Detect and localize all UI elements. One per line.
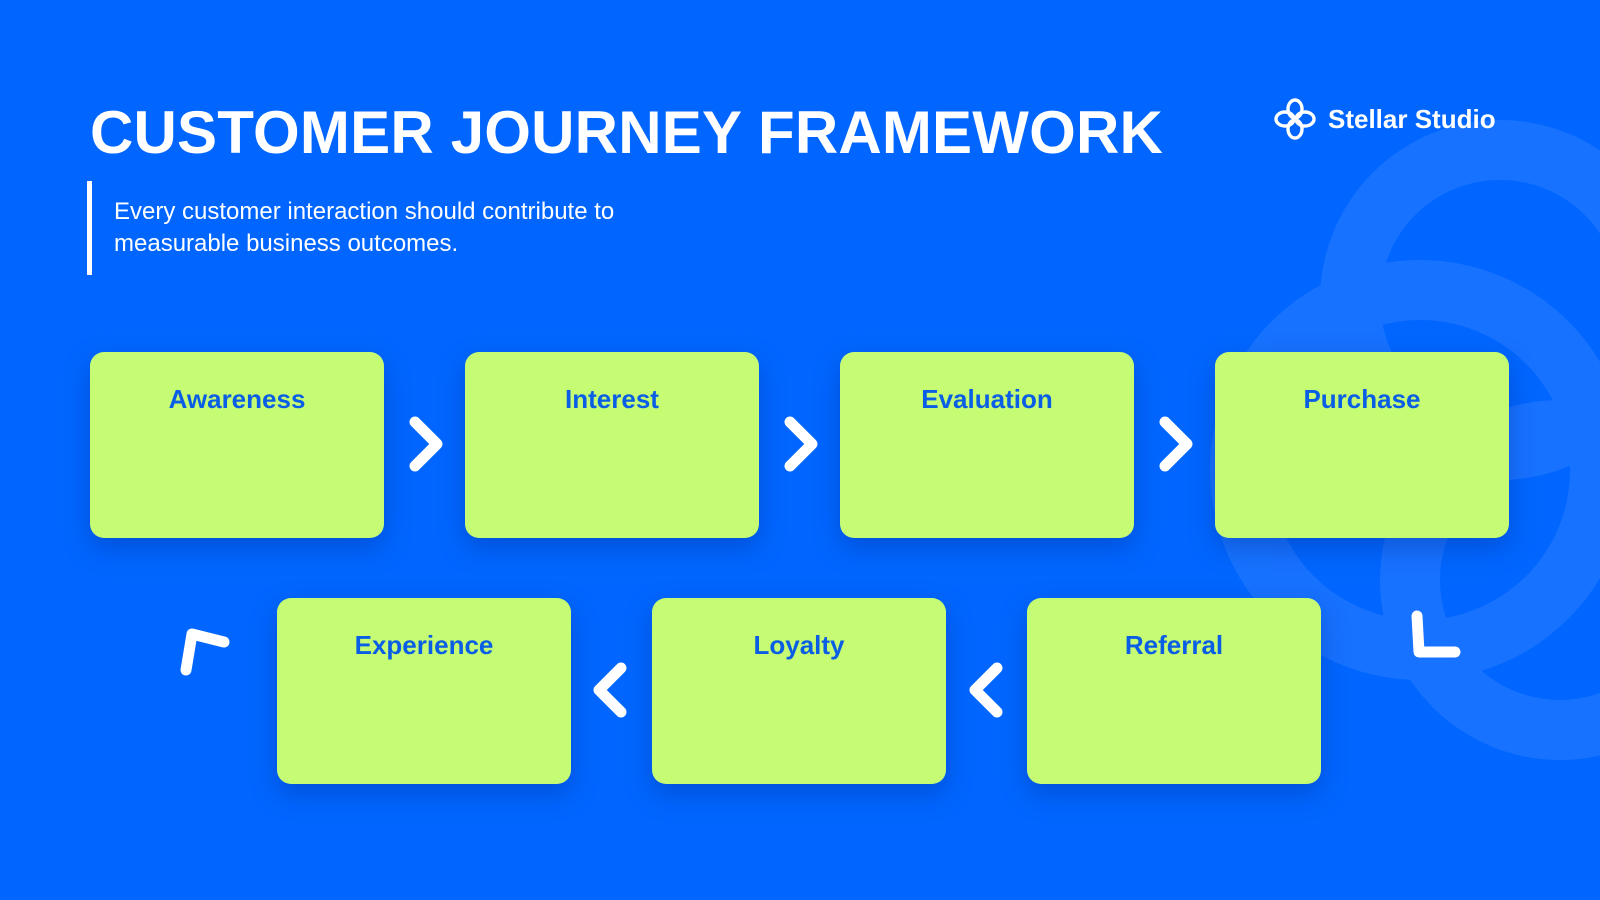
stage-card-purchase: Purchase [1215,352,1509,538]
chevron-right-icon [1159,416,1193,472]
chevron-left-icon [593,662,627,718]
corner-up-right-icon [180,628,230,676]
stage-card-loyalty: Loyalty [652,598,946,784]
brand: Stellar Studio [1272,96,1496,142]
stage-label: Awareness [168,384,306,414]
corner-down-left-icon [1411,610,1461,658]
interlocking-loops-logo-icon [1274,98,1316,140]
chevron-right-icon [409,416,443,472]
chevron-left-icon [969,662,1003,718]
subtitle: Every customer interaction should contri… [114,198,615,257]
stage-label: Evaluation [921,384,1053,414]
stage-card-evaluation: Evaluation [840,352,1134,538]
stage-label: Purchase [1303,384,1421,414]
brand-name: Stellar Studio [1328,103,1496,134]
subtitle-accent-bar [87,181,92,275]
stage-label: Referral [1124,630,1224,660]
stage-card-awareness: Awareness [90,352,384,538]
stage-label: Interest [565,384,659,414]
stage-card-experience: Experience [277,598,571,784]
stage-label: Loyalty [753,630,845,660]
chevron-right-icon [784,416,818,472]
stage-card-referral: Referral [1027,598,1321,784]
stage-card-interest: Interest [465,352,759,538]
page-title: CUSTOMER JOURNEY FRAMEWORK [90,99,1164,166]
stage-label: Experience [354,630,494,660]
